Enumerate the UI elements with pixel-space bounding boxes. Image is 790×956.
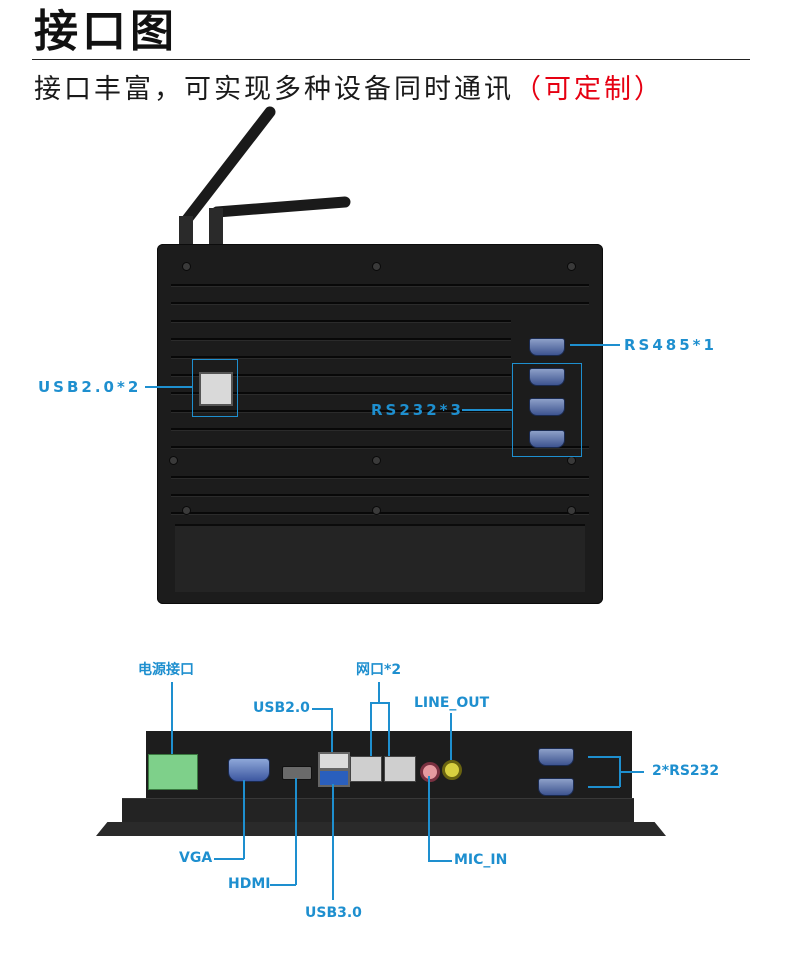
usb20-port-icon: [318, 752, 350, 770]
hdmi-port-icon: [282, 766, 312, 780]
io-bay-cover: [175, 524, 585, 592]
power-terminal-icon: [148, 754, 198, 790]
rs485-leader-line: [570, 344, 620, 346]
mic-in-jack-icon: [420, 762, 440, 782]
antenna-right-base: [209, 208, 223, 252]
screw-icon: [567, 262, 576, 271]
rs232-port-icon: [529, 368, 565, 386]
lan-port-icon: [350, 756, 382, 782]
vga-leader-line: [243, 780, 245, 859]
screw-icon: [169, 456, 178, 465]
screw-icon: [182, 506, 191, 515]
line-out-leader-line: [450, 713, 452, 760]
heatsink-fin: [171, 392, 511, 395]
mic-in-leader-line: [428, 776, 430, 861]
screw-icon: [372, 456, 381, 465]
lan-leader-right: [388, 702, 390, 756]
rs232-side-leader-top: [588, 756, 620, 758]
heatsink-fin: [171, 446, 589, 449]
usb20-x2-leader-line: [145, 386, 192, 388]
rs232-side-port-icon: [538, 778, 574, 796]
rs232-x2-label: 2*RS232: [652, 763, 720, 779]
rs232-side-leader-out: [620, 771, 644, 773]
vga-leader-bar: [214, 858, 244, 860]
screw-icon: [372, 506, 381, 515]
heatsink-fin: [171, 284, 589, 287]
usb20-label: USB2.0: [253, 700, 310, 716]
heatsink-fin: [171, 356, 511, 359]
title-divider: [32, 59, 750, 60]
hdmi-leader-bar: [270, 884, 296, 886]
heatsink-fin: [171, 374, 511, 377]
screw-icon: [182, 262, 191, 271]
dual-usb-port-icon: [199, 372, 233, 406]
lan-leader-left: [370, 702, 372, 756]
usb30-label: USB3.0: [305, 905, 362, 921]
side-mount-plate: [122, 798, 634, 825]
lan-port-icon: [384, 756, 416, 782]
rs485-label: RS485*1: [624, 336, 717, 354]
rs485-port-icon: [529, 338, 565, 356]
device-back-view: [157, 244, 603, 604]
heatsink-fin: [171, 338, 511, 341]
lan-x2-label: 网口*2: [356, 662, 402, 678]
heatsink-fin: [171, 512, 589, 515]
antenna-left-icon: [179, 106, 276, 228]
antenna-pair: [179, 106, 351, 256]
heatsink-fin: [171, 302, 589, 305]
rs232-port-icon: [529, 398, 565, 416]
heatsink-fin: [171, 476, 589, 479]
rs232-side-leader-bottom: [588, 786, 620, 788]
usb20-highlight-box: [192, 359, 238, 417]
vga-label: VGA: [179, 850, 213, 866]
line-out-label: LINE_OUT: [414, 695, 490, 711]
screw-icon: [567, 506, 576, 515]
rs232-side-leader-join: [619, 756, 621, 787]
usb30-port-icon: [318, 769, 350, 787]
side-bezel: [96, 822, 666, 836]
usb20-leader-line: [331, 708, 333, 752]
subtitle-customizable-note: （可定制）: [514, 74, 664, 105]
subtitle-text: 接口丰富，可实现多种设备同时通讯: [34, 74, 514, 105]
vga-port-icon: [228, 758, 270, 782]
rs232-highlight-box: [512, 363, 582, 457]
screw-icon: [372, 262, 381, 271]
hdmi-leader-line: [295, 778, 297, 885]
heatsink-fin: [171, 410, 511, 413]
heatsink-fin: [171, 428, 511, 431]
rs232-side-port-icon: [538, 748, 574, 766]
heatsink-fin: [171, 320, 511, 323]
line-out-jack-icon: [442, 760, 462, 780]
usb20-x2-label: USB2.0*2: [38, 378, 142, 396]
antenna-right-icon: [211, 196, 351, 218]
power-leader-line: [171, 682, 173, 754]
mic-in-label: MIC_IN: [454, 852, 508, 868]
rs232-x3-label: RS232*3: [371, 401, 464, 419]
page-title: 接口图: [34, 6, 178, 57]
subtitle: 接口丰富，可实现多种设备同时通讯（可定制）: [34, 72, 664, 108]
lan-leader-line: [378, 682, 380, 703]
usb30-leader-line: [332, 784, 334, 900]
power-interface-label: 电源接口: [138, 662, 194, 678]
rs232-port-icon: [529, 430, 565, 448]
rs232-x3-leader-line: [462, 409, 512, 411]
heatsink-fin: [171, 494, 589, 497]
screw-icon: [567, 456, 576, 465]
usb20-leader-bar: [312, 708, 332, 710]
hdmi-label: HDMI: [228, 876, 271, 892]
mic-in-leader-bar: [428, 860, 452, 862]
